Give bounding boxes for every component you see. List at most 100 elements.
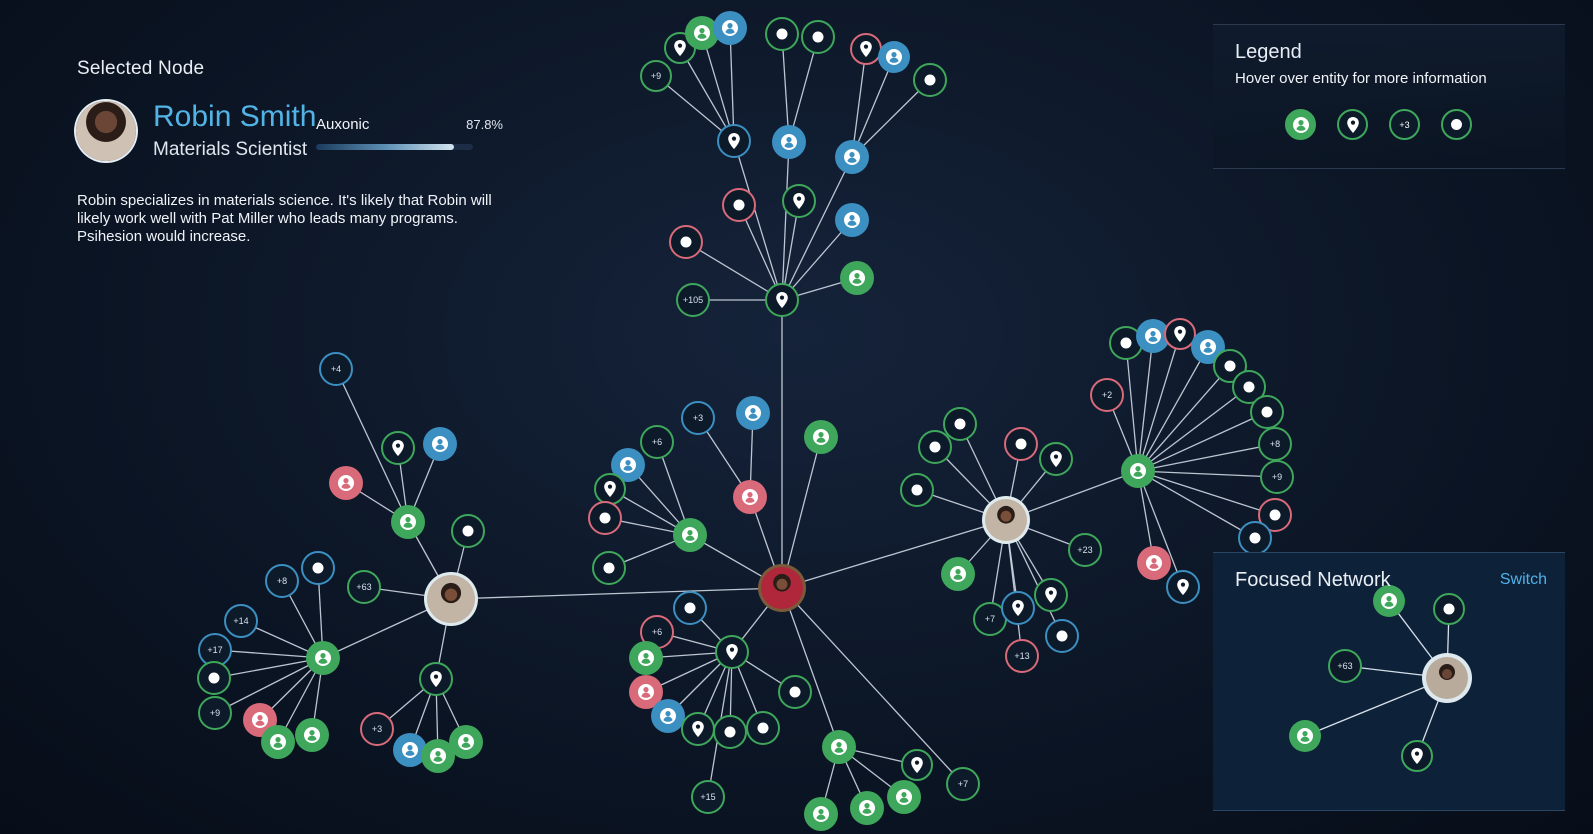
mini-center-avatar-node[interactable] [1422,653,1472,703]
dot-node[interactable] [1258,498,1292,532]
location-node[interactable] [1166,570,1200,604]
location-node[interactable] [901,749,933,781]
location-node[interactable] [1164,318,1196,350]
count-node[interactable]: +9 [198,696,232,730]
count-node[interactable]: +63 [347,570,381,604]
location-node[interactable] [850,33,882,65]
count-node[interactable]: +9 [640,60,672,92]
count-node[interactable]: +13 [1005,639,1039,673]
person-node[interactable] [835,140,869,174]
mini-person-node[interactable] [1373,585,1405,617]
dot-node[interactable] [918,430,952,464]
dot-node[interactable] [1238,521,1272,555]
person-node[interactable] [423,427,457,461]
dot-node[interactable] [943,407,977,441]
count-node[interactable]: +7 [946,767,980,801]
dot-node[interactable] [588,501,622,535]
count-node[interactable]: +4 [319,352,353,386]
count-node[interactable]: +17 [198,633,232,667]
person-node[interactable] [1121,454,1155,488]
dot-node[interactable] [900,473,934,507]
count-node[interactable]: +105 [676,283,710,317]
location-node[interactable] [765,283,799,317]
person-node[interactable] [306,641,340,675]
dot-node[interactable] [801,20,835,54]
dot-node[interactable] [765,17,799,51]
person-node[interactable] [651,699,685,733]
legend-person-icon[interactable] [1285,109,1316,140]
location-node[interactable] [717,124,751,158]
switch-button[interactable]: Switch [1499,571,1547,588]
person-node[interactable] [421,739,455,773]
person-node[interactable] [393,733,427,767]
person-node[interactable] [611,448,645,482]
person-node[interactable] [261,725,295,759]
location-node[interactable] [681,712,715,746]
location-node[interactable] [715,635,749,669]
dot-node[interactable] [1004,427,1038,461]
person-node[interactable] [1191,330,1225,364]
location-node[interactable] [782,184,816,218]
count-node[interactable]: +15 [691,780,725,814]
location-node[interactable] [1001,591,1035,625]
person-node[interactable] [713,11,747,45]
count-node[interactable]: +8 [265,564,299,598]
person-node[interactable] [835,203,869,237]
person-node[interactable] [629,675,663,709]
person-node[interactable] [629,641,663,675]
location-node[interactable] [419,662,453,696]
person-node[interactable] [736,396,770,430]
count-node[interactable]: +2 [1090,378,1124,412]
avatar-hub-node[interactable] [424,572,478,626]
person-node[interactable] [295,718,329,752]
count-node[interactable]: +3 [360,712,394,746]
person-node[interactable] [878,41,910,73]
avatar-hub-node[interactable] [758,564,806,612]
legend-count-icon[interactable]: +3 [1389,109,1420,140]
location-node[interactable] [1039,442,1073,476]
location-node[interactable] [1034,578,1068,612]
count-node[interactable]: +7 [973,602,1007,636]
person-node[interactable] [887,780,921,814]
dot-node[interactable] [713,715,747,749]
location-node[interactable] [381,431,415,465]
mini-dot-node[interactable] [1433,593,1465,625]
person-node[interactable] [673,518,707,552]
person-node[interactable] [840,261,874,295]
dot-node[interactable] [1213,349,1247,383]
dot-node[interactable] [197,661,231,695]
count-node[interactable]: +6 [640,425,674,459]
dot-node[interactable] [913,63,947,97]
mini-count-node[interactable]: +63 [1328,649,1362,683]
person-node[interactable] [804,797,838,831]
dot-node[interactable] [301,551,335,585]
dot-node[interactable] [722,188,756,222]
dot-node[interactable] [746,711,780,745]
dot-node[interactable] [669,225,703,259]
dot-node[interactable] [592,551,626,585]
dot-node[interactable] [778,675,812,709]
count-node[interactable]: +3 [681,401,715,435]
avatar-hub-node[interactable] [982,496,1030,544]
person-node[interactable] [850,791,884,825]
person-node[interactable] [391,505,425,539]
person-node[interactable] [941,557,975,591]
person-node[interactable] [822,730,856,764]
count-node[interactable]: +8 [1258,427,1292,461]
count-node[interactable]: +6 [640,615,674,649]
focused-network-graph[interactable]: +63 [1213,553,1565,810]
dot-node[interactable] [673,591,707,625]
person-node[interactable] [685,16,719,50]
person-node[interactable] [329,466,363,500]
dot-node[interactable] [1250,395,1284,429]
person-node[interactable] [733,480,767,514]
location-node[interactable] [594,473,626,505]
dot-node[interactable] [1045,619,1079,653]
person-node[interactable] [1136,319,1170,353]
mini-location-node[interactable] [1401,740,1433,772]
person-node[interactable] [449,725,483,759]
count-node[interactable]: +23 [1068,533,1102,567]
person-node[interactable] [1137,546,1171,580]
person-node[interactable] [804,420,838,454]
